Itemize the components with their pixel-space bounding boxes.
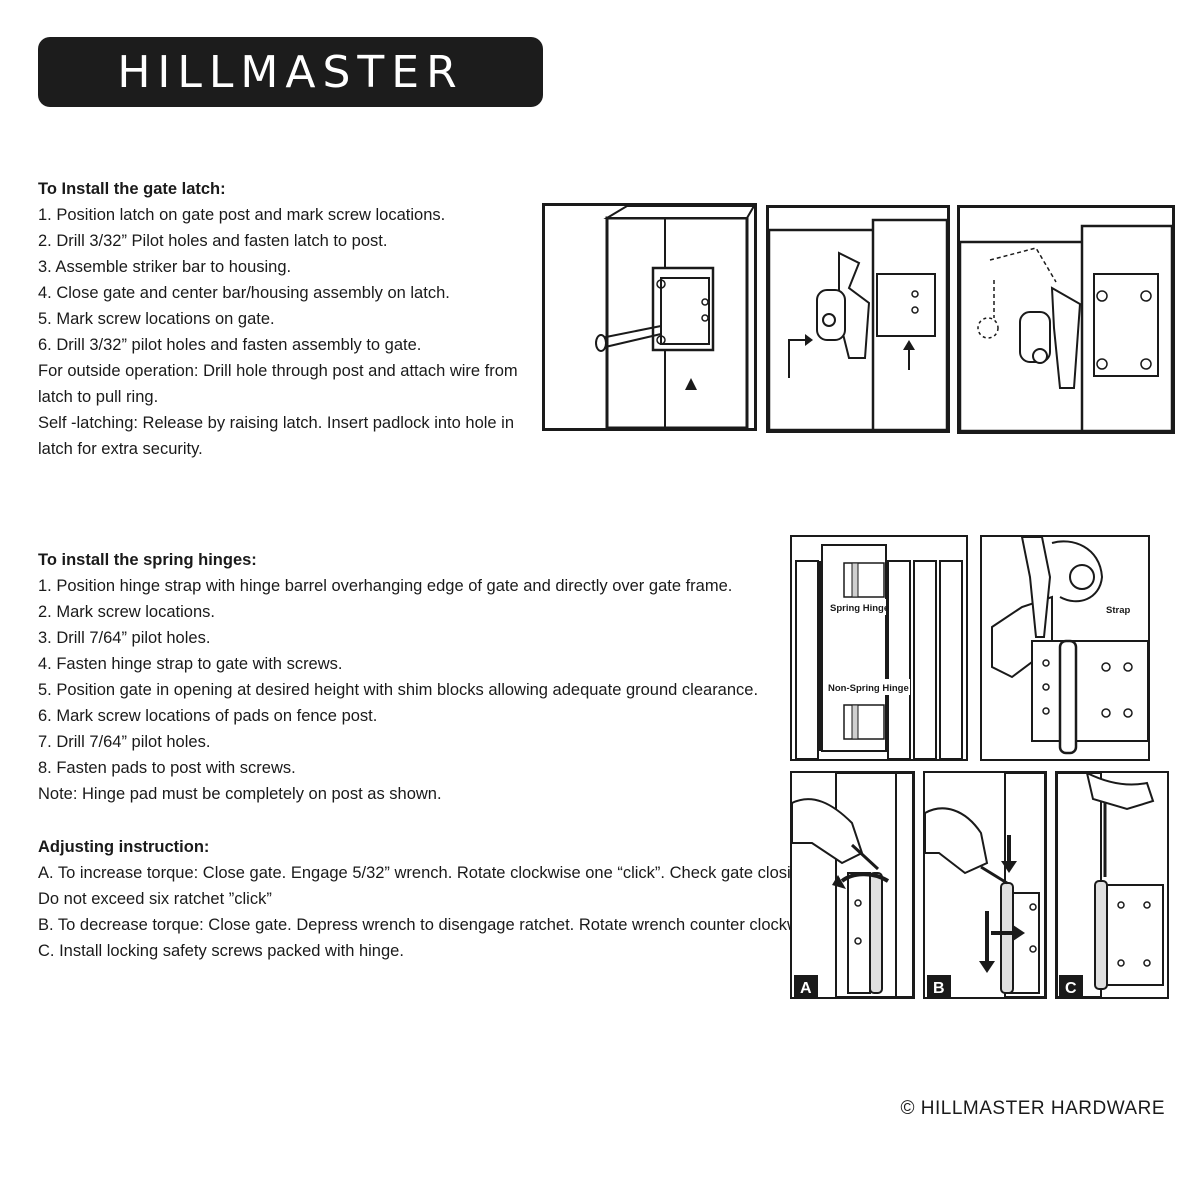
latch-step: 6. Drill 3/32” pilot holes and fasten as… — [38, 336, 422, 354]
adjust-figure-b: B — [923, 771, 1047, 999]
latch-step: 5. Mark screw locations on gate. — [38, 310, 275, 328]
strap-illustration: Strap — [991, 537, 1148, 755]
latch-step: 4. Close gate and center bar/housing ass… — [38, 284, 450, 302]
adjust-instructions: Adjusting instruction: A. To increase to… — [38, 834, 825, 964]
hinge-step: 2. Mark screw locations. — [38, 603, 215, 621]
hinge-step: 8. Fasten pads to post with screws. — [38, 759, 296, 777]
safety-screws-illustration: C — [1057, 773, 1164, 997]
hinge-gate-figure: Spring Hinge Non-Spring Hinge — [790, 535, 968, 761]
gate-hinges-illustration: Spring Hinge Non-Spring Hinge — [795, 544, 963, 759]
latch-title: To Install the gate latch: — [38, 180, 226, 198]
brand-logo: HILLMASTER — [38, 37, 543, 107]
step-b-label: B — [933, 980, 945, 997]
hinge-strap-figure: Strap — [980, 535, 1150, 761]
latch-step: 1. Position latch on gate post and mark … — [38, 206, 446, 224]
step-c-label: C — [1065, 980, 1077, 997]
adjust-figure-a: A — [790, 771, 915, 999]
latch-figure-3 — [957, 205, 1175, 434]
latch-illustration-padlock — [960, 224, 1172, 431]
spring-hinge-label: Spring Hinge — [830, 603, 889, 614]
logo-text: HILLMASTER — [117, 46, 464, 98]
hinge-step: 5. Position gate in opening at desired h… — [38, 681, 759, 699]
adjust-step: Do not exceed six ratchet ”click” — [38, 890, 272, 908]
adjust-figure-c: C — [1055, 771, 1169, 999]
latch-step: 3. Assemble striker bar to housing. — [38, 258, 292, 276]
hinge-step: 6. Mark screw locations of pads on fence… — [38, 707, 378, 725]
hinge-instructions: To install the spring hinges: 1. Positio… — [38, 547, 778, 807]
latch-instructions: To Install the gate latch: 1. Position l… — [38, 176, 528, 462]
adjust-step: B. To decrease torque: Close gate. Depre… — [38, 916, 825, 934]
hinge-step: 3. Drill 7/64” pilot holes. — [38, 629, 211, 647]
latch-illustration-post — [595, 206, 754, 428]
decrease-torque-illustration: B — [925, 773, 1045, 997]
hinge-step: 7. Drill 7/64” pilot holes. — [38, 733, 211, 751]
latch-note: Self -latching: Release by raising latch… — [38, 414, 515, 458]
latch-note: For outside operation: Drill hole throug… — [38, 362, 518, 406]
adjust-step: C. Install locking safety screws packed … — [38, 942, 404, 960]
hinge-step: 1. Position hinge strap with hinge barre… — [38, 577, 733, 595]
adjust-title: Adjusting instruction: — [38, 838, 210, 856]
step-a-label: A — [800, 980, 812, 997]
hinge-title: To install the spring hinges: — [38, 551, 257, 569]
latch-illustration-assembly — [769, 218, 947, 430]
increase-torque-illustration: A — [792, 773, 913, 997]
non-spring-hinge-label: Non-Spring Hinge — [828, 683, 909, 694]
hinge-note: Note: Hinge pad must be completely on po… — [38, 785, 442, 803]
latch-step: 2. Drill 3/32” Pilot holes and fasten la… — [38, 232, 388, 250]
latch-figure-2 — [766, 205, 950, 433]
hinge-step: 4. Fasten hinge strap to gate with screw… — [38, 655, 343, 673]
adjust-step: A. To increase torque: Close gate. Engag… — [38, 864, 814, 882]
strap-label: Strap — [1106, 605, 1130, 616]
latch-figure-1 — [542, 203, 757, 431]
copyright-notice: © HILLMASTER HARDWARE — [900, 1098, 1165, 1119]
